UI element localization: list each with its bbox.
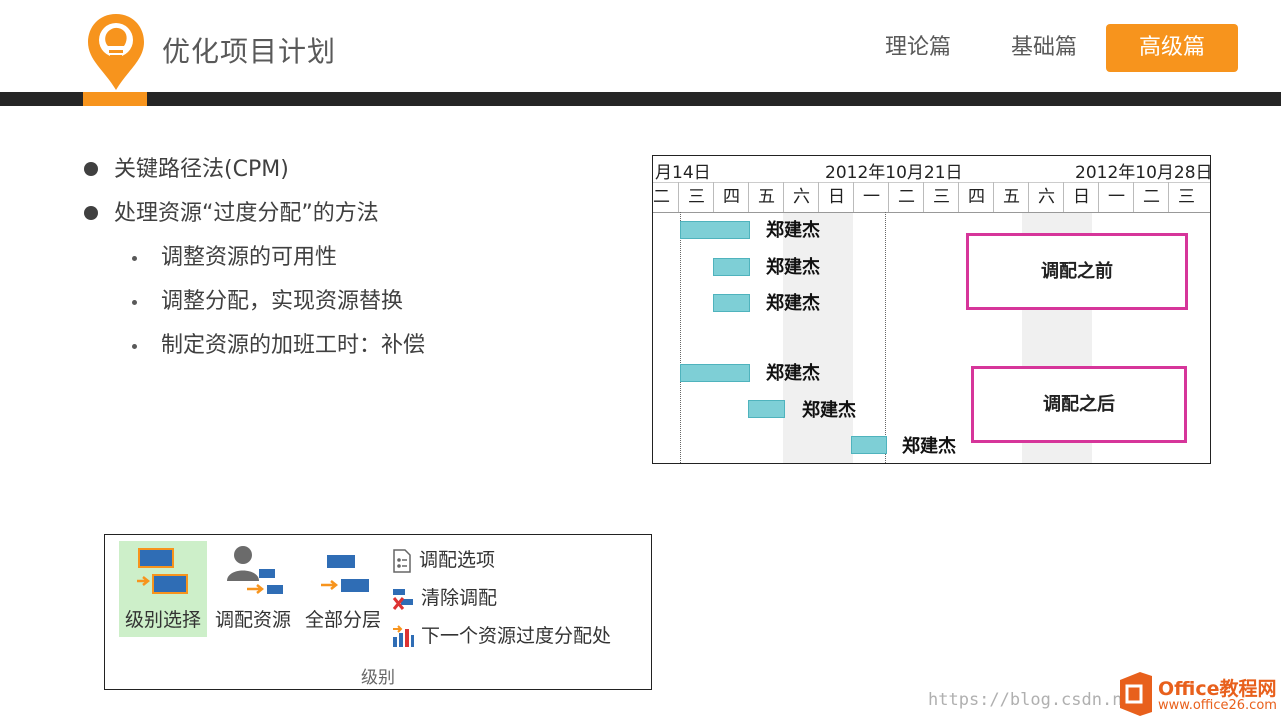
brand-name: Office教程网 [1158, 678, 1277, 700]
level-all-icon [321, 555, 369, 592]
button-label: 级别选择 [124, 609, 201, 631]
resource-name: 郑建杰 [766, 257, 820, 278]
gantt-day: 日 [1063, 182, 1099, 212]
clear-leveling-icon [392, 588, 413, 610]
resource-name: 郑建杰 [766, 363, 820, 384]
level-all-button[interactable]: 全部分层 [299, 543, 387, 631]
sub-bullet-item: 调整资源的可用性 [84, 240, 425, 284]
gantt-day: 三 [1168, 182, 1204, 212]
button-label: 调配选项 [419, 549, 496, 571]
office-logo-icon [1120, 672, 1152, 716]
ribbon-group-label: 级别 [361, 668, 395, 688]
bullet-list: 关键路径法(CPM) 处理资源“过度分配”的方法 调整资源的可用性 调整分配，实… [84, 152, 425, 372]
leveling-options-button[interactable]: 调配选项 [391, 545, 495, 575]
task-bar [851, 436, 887, 454]
bullet-dot [132, 300, 137, 305]
bullet-dot [132, 344, 137, 349]
gantt-day: 二 [653, 182, 679, 212]
watermark-text: https://blog.csdn.n [928, 690, 1123, 710]
task-bar [680, 221, 750, 239]
gantt-day: 二 [1133, 182, 1169, 212]
gantt-day: 三 [923, 182, 959, 212]
gantt-day: 五 [993, 182, 1029, 212]
bullet-text: 关键路径法(CPM) [114, 157, 289, 182]
sub-bullet-item: 制定资源的加班工时：补偿 [84, 328, 425, 372]
bullet-text: 处理资源“过度分配”的方法 [114, 201, 379, 226]
header-divider [0, 92, 1281, 106]
gantt-chart: 月14日 2012年10月21日 2012年10月28日 二 三 四 五 六 日… [652, 155, 1211, 464]
button-label: 全部分层 [304, 609, 381, 631]
nav-basic[interactable]: 基础篇 [1010, 35, 1077, 60]
gantt-day: 一 [1098, 182, 1134, 212]
gantt-day: 六 [783, 182, 819, 212]
bullet-dot [132, 256, 137, 261]
gantt-day: 四 [958, 182, 994, 212]
weekend-shade [783, 212, 853, 463]
gantt-date-label: 2012年10月21日 [825, 163, 963, 183]
task-bar [748, 400, 785, 418]
bullet-dot [84, 162, 98, 176]
task-bar [713, 294, 750, 312]
resource-name: 郑建杰 [802, 400, 856, 421]
brand-url: www.office26.com [1158, 698, 1277, 713]
gantt-day: 三 [678, 182, 714, 212]
gantt-marker-line [885, 212, 886, 463]
button-label: 调配资源 [214, 609, 291, 631]
nav-theory[interactable]: 理论篇 [884, 35, 951, 60]
task-bar [713, 258, 750, 276]
bullet-dot [84, 206, 98, 220]
page-title: 优化项目计划 [162, 35, 337, 68]
gantt-day: 日 [818, 182, 854, 212]
next-overallocation-button[interactable]: 下一个资源过度分配处 [391, 621, 611, 651]
level-selection-icon [137, 548, 188, 594]
gantt-day: 五 [748, 182, 784, 212]
gantt-date-row: 月14日 2012年10月21日 2012年10月28日 [653, 156, 1210, 183]
nav-advanced[interactable]: 高级篇 [1106, 24, 1238, 72]
leveling-options-icon [393, 548, 411, 573]
task-bar [680, 364, 750, 382]
bullet-text: 调整分配，实现资源替换 [161, 289, 404, 314]
button-label: 清除调配 [421, 587, 498, 609]
clear-leveling-button[interactable]: 清除调配 [391, 583, 497, 613]
gantt-day-row: 二 三 四 五 六 日 一 二 三 四 五 六 日 一 二 三 [653, 182, 1210, 213]
gantt-day: 一 [853, 182, 889, 212]
header-divider-accent [83, 92, 147, 106]
gantt-day: 六 [1028, 182, 1064, 212]
callout-before: 调配之前 [966, 233, 1188, 310]
gantt-date-label: 2012年10月28日 [1075, 163, 1211, 183]
gantt-date-label: 月14日 [655, 163, 711, 183]
level-ribbon-group: 级别选择 调配资源 全部分层 调配选项 清除调配 [104, 534, 652, 690]
next-overallocation-icon [393, 624, 414, 647]
bullet-item: 处理资源“过度分配”的方法 [84, 196, 425, 240]
level-resource-button[interactable]: 调配资源 [209, 543, 297, 631]
gantt-day: 四 [713, 182, 749, 212]
level-resource-icon [227, 546, 283, 594]
header: 优化项目计划 理论篇 基础篇 高级篇 [0, 0, 1281, 92]
level-selection-button[interactable]: 级别选择 [119, 543, 207, 631]
sub-bullet-item: 调整分配，实现资源替换 [84, 284, 425, 328]
gantt-marker-line [680, 212, 681, 463]
lightbulb-icon [88, 14, 144, 90]
brand-badge: Office教程网 www.office26.com [1116, 668, 1281, 720]
gantt-day: 二 [888, 182, 924, 212]
resource-name: 郑建杰 [902, 436, 956, 457]
bullet-text: 调整资源的可用性 [161, 245, 338, 270]
callout-after: 调配之后 [971, 366, 1187, 443]
bullet-text: 制定资源的加班工时：补偿 [161, 333, 426, 358]
button-label: 下一个资源过度分配处 [421, 625, 612, 647]
bullet-item: 关键路径法(CPM) [84, 152, 425, 196]
resource-name: 郑建杰 [766, 293, 820, 314]
resource-name: 郑建杰 [766, 220, 820, 241]
